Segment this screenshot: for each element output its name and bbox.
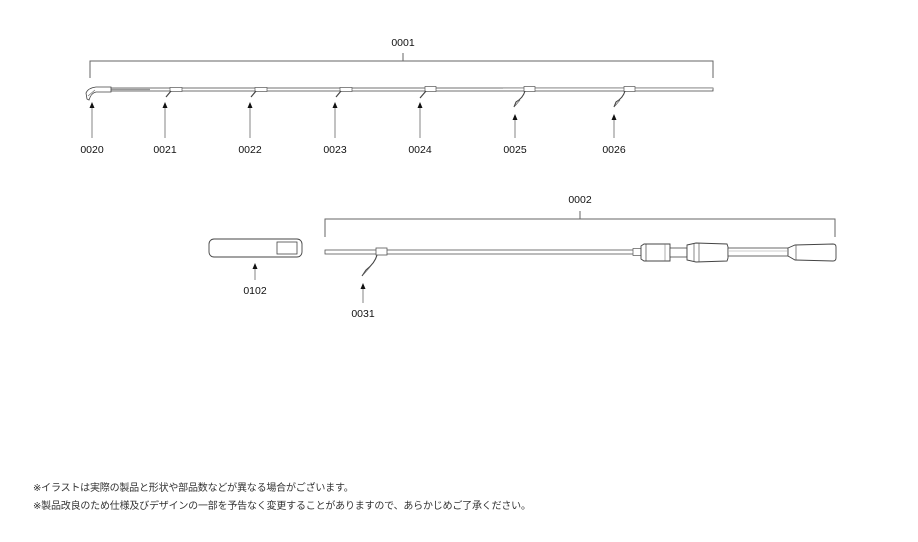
part-label-0025: 0025 (503, 144, 527, 156)
callout-0022: 0022 (238, 102, 262, 156)
callout-0025: 0025 (503, 114, 527, 156)
guide-0031 (361, 247, 388, 277)
part-label-0020: 0020 (80, 144, 104, 156)
guide-0024 (419, 86, 437, 99)
assembly-label-0001: 0001 (391, 37, 415, 49)
part-label-0021: 0021 (153, 144, 177, 156)
butt-blank (324, 248, 642, 256)
guide-0026 (613, 86, 636, 108)
callout-0031: 0031 (351, 283, 375, 320)
tip-blank (95, 87, 714, 92)
disclaimer-spec-change: ※製品改良のため仕様及びデザインの一部を予告なく変更することがありますので、あら… (33, 501, 531, 512)
callout-0020: 0020 (80, 102, 104, 156)
part-label-0022: 0022 (238, 144, 262, 156)
disclaimer-illustration: ※イラストは実際の製品と形状や部品数などが異なる場合がございます。 (33, 483, 354, 494)
assembly-0001: 0001 (80, 37, 714, 156)
bracket-0001 (89, 53, 714, 78)
guide-0025 (513, 86, 536, 108)
callout-0024: 0024 (408, 102, 432, 156)
guide-0022 (250, 87, 268, 98)
callout-0021: 0021 (153, 102, 177, 156)
part-label-0102: 0102 (243, 285, 267, 297)
accessory-0102: 0102 (208, 238, 303, 297)
guide-0021 (165, 87, 183, 98)
part-label-0024: 0024 (408, 144, 432, 156)
tip-top-guide (85, 86, 112, 101)
handle (640, 242, 837, 263)
guide-0023 (335, 87, 353, 98)
part-label-0023: 0023 (323, 144, 347, 156)
assembly-0002: 0002 0031 (324, 194, 837, 320)
part-label-0026: 0026 (602, 144, 626, 156)
callout-0023: 0023 (323, 102, 347, 156)
assembly-label-0002: 0002 (568, 194, 592, 206)
callout-0026: 0026 (602, 114, 626, 156)
part-label-0031: 0031 (351, 308, 375, 320)
bracket-0002 (324, 211, 836, 237)
